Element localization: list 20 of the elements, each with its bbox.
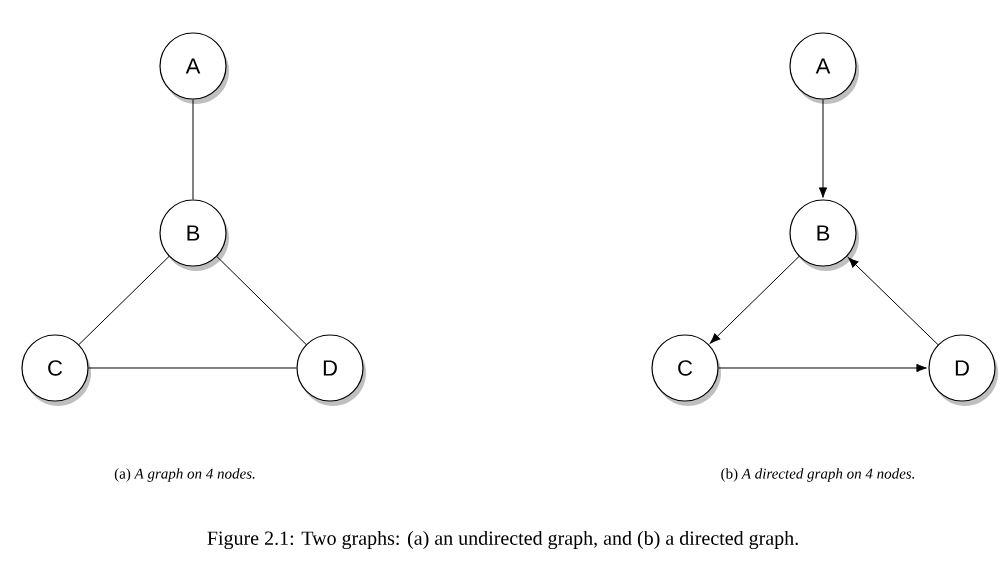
graph-node: A [159, 32, 227, 100]
graph-node: D [296, 334, 364, 402]
graph-node: C [21, 334, 89, 402]
connector-line [192, 99, 194, 200]
connector-line [88, 367, 297, 369]
connector-line [216, 256, 307, 345]
graph-node: B [789, 199, 857, 267]
arrow [818, 99, 828, 198]
node-label: D [955, 360, 969, 376]
arrow [848, 257, 939, 346]
graph-node: A [789, 32, 857, 100]
graph-node: D [928, 334, 996, 402]
graph-node: C [651, 334, 719, 402]
arrow [710, 256, 800, 344]
subfigure-caption: (b) A directed graph on 4 nodes. [721, 468, 915, 482]
figure-caption: Figure 2.1: Two graphs: (a) an undirected graph, and (b) a directed graph. [207, 530, 798, 550]
arrow [718, 363, 927, 373]
graph-node: B [159, 199, 227, 267]
connector-line [78, 256, 170, 345]
subfigure-caption: (a) A graph on 4 nodes. [114, 468, 255, 482]
